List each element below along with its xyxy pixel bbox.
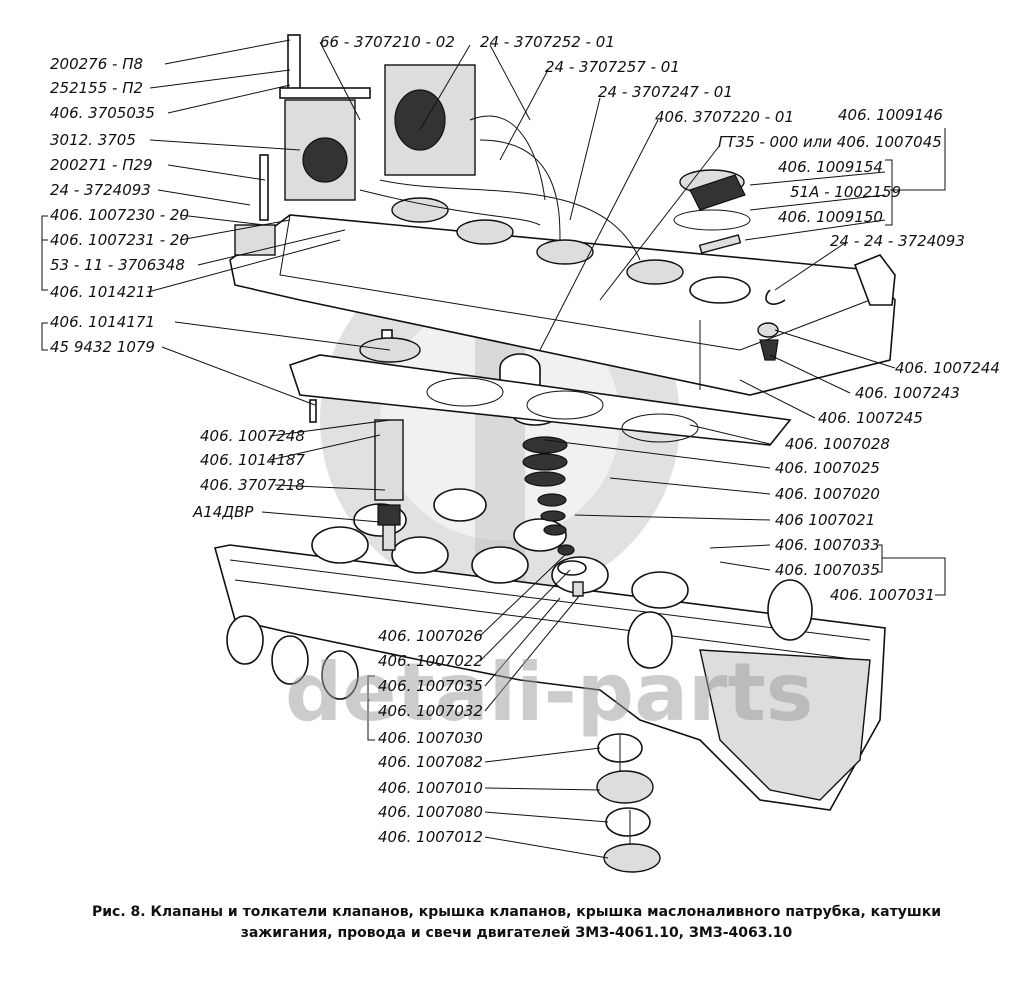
part-label: 406. 1007244 — [895, 359, 1000, 377]
caption-line-1: Рис. 8. Клапаны и толкатели клапанов, кр… — [91, 904, 942, 920]
part-label: 406 1007021 — [775, 511, 875, 529]
part-label: 406. 1007248 — [200, 427, 305, 445]
wire-bracket — [309, 254, 896, 423]
spark-plug — [359, 329, 421, 551]
part-label: 24 - 3707257 - 01 — [545, 58, 680, 76]
part-label: 406. 3707218 — [200, 476, 305, 494]
part-label: 406. 1007243 — [855, 384, 960, 402]
part-label: 406. 1014211 — [50, 283, 155, 301]
part-label: 406. 1007230 - 20 — [50, 206, 189, 224]
caption-line-2: зажигания, провода и свечи двигателей ЗМ… — [240, 925, 793, 941]
part-label: 406. 1009150 — [778, 208, 883, 226]
part-label: 252155 - П2 — [50, 79, 143, 97]
part-label: 406. 1007245 — [818, 409, 923, 427]
intake-ports — [226, 615, 359, 700]
part-label: 406. 1007012 — [378, 828, 483, 846]
part-label: 406. 1007022 — [378, 652, 483, 670]
part-label: 66 - 3707210 - 02 — [320, 33, 455, 51]
part-label: 406. 1007032 — [378, 702, 483, 720]
part-labels: 200276 - П8 252155 - П2 406. 3705035 301… — [50, 33, 1000, 846]
part-label: 53 - 11 - 3706348 — [50, 256, 185, 274]
part-label: 406. 1007031 — [830, 586, 935, 604]
ignition-coil-assembly — [234, 34, 641, 261]
part-label: 45 9432 1079 — [50, 338, 155, 356]
part-label: 406. 1007025 — [775, 459, 880, 477]
part-label: 200271 - П29 — [50, 156, 153, 174]
part-label: 406. 1007030 — [378, 729, 483, 747]
part-label: 406. 1009154 — [778, 158, 883, 176]
part-label: 24 - 3707252 - 01 — [480, 33, 615, 51]
watermark-text: detali-parts — [285, 646, 813, 739]
figure-caption: Рис. 8. Клапаны и толкатели клапанов, кр… — [20, 902, 1013, 944]
valves — [596, 733, 661, 873]
part-label: 406. 1014187 — [200, 451, 305, 469]
oil-filler-cap — [673, 169, 751, 254]
part-label: 406. 1007010 — [378, 779, 483, 797]
part-label: 406. 1014171 — [50, 313, 155, 331]
part-label: 24 - 24 - 3724093 — [830, 232, 965, 250]
part-label: 406. 1007033 — [775, 536, 880, 554]
valve-cover-gasket — [288, 354, 792, 446]
part-label: 406. 1007082 — [378, 753, 483, 771]
part-label: 406. 1007035 — [775, 561, 880, 579]
part-label: 406. 1007231 - 20 — [50, 231, 189, 249]
part-label: 51А - 1002159 — [790, 183, 901, 201]
part-label: 406. 3705035 — [50, 104, 155, 122]
valve-cover — [229, 197, 896, 396]
part-label: 406. 1009146 — [838, 106, 943, 124]
part-label: 406. 1007020 — [775, 485, 880, 503]
part-label: 406. 1007028 — [785, 435, 890, 453]
part-label: 406. 1007026 — [378, 627, 483, 645]
part-label: 406. 1007035 — [378, 677, 483, 695]
part-label: 406. 1007080 — [378, 803, 483, 821]
part-label: ГТ35 - 000 или 406. 1007045 — [718, 133, 942, 151]
part-label: 24 - 3707247 - 01 — [598, 83, 733, 101]
part-label: А14ДВР — [192, 503, 254, 521]
part-label: 3012. 3705 — [50, 131, 136, 149]
part-label: 406. 3707220 - 01 — [655, 108, 794, 126]
leader-lines — [41, 39, 946, 859]
part-label: 200276 - П8 — [50, 55, 143, 73]
part-label: 24 - 3724093 — [50, 181, 151, 199]
